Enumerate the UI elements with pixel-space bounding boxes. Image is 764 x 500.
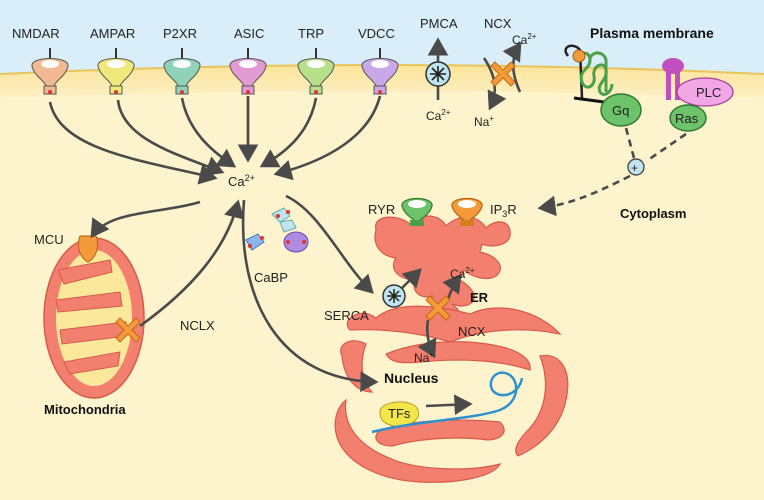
endoplasmic-reticulum [334, 215, 569, 483]
membrane-title: Plasma membrane [590, 25, 714, 41]
ncx-pm-na-label: Na+ [474, 114, 494, 129]
mitochondrion [43, 237, 145, 399]
channel-label-ampar: AMPAR [90, 26, 135, 41]
channel-label-nmdar: NMDAR [12, 26, 60, 41]
er-label: ER [470, 290, 489, 305]
ras-receptor [662, 58, 684, 100]
ncx-pm-label: NCX [484, 16, 512, 31]
svg-text:+: + [631, 161, 638, 175]
ca-central-label: Ca2+ [228, 173, 255, 189]
channel-label-trp: TRP [298, 26, 324, 41]
cabp-proteins [245, 207, 309, 253]
mcu-label: MCU [34, 232, 64, 247]
dash-gq [624, 127, 636, 159]
ras-protein: Ras [669, 104, 707, 132]
arrow-ampar [116, 99, 225, 176]
gpcr-receptor [564, 44, 614, 104]
channel-label-p2xr: P2XR [163, 26, 197, 41]
svg-text:PLC: PLC [696, 85, 721, 100]
arrow-vdcc [273, 95, 382, 181]
arrow-ca-to-mcu [90, 200, 201, 239]
pmca-ca-label: Ca2+ [426, 108, 451, 123]
arrow-p2xr [180, 97, 237, 168]
serca-pump [382, 284, 406, 308]
ncx-er-label: NCX [458, 324, 486, 339]
channel-vdcc [361, 48, 399, 95]
pmca-label: PMCA [420, 16, 458, 31]
nclx-exchanger [115, 317, 141, 343]
mitochondria-label: Mitochondria [44, 402, 126, 417]
channel-nmdar [31, 48, 69, 95]
gq-protein: Gq [600, 93, 642, 127]
dna-strand [371, 371, 524, 434]
ip3r-label: IP3R [490, 202, 517, 219]
arrow-nclx-to-ca [139, 199, 245, 328]
ryr-label: RYR [368, 202, 395, 217]
ryr-receptor [401, 197, 433, 226]
svg-text:TFs: TFs [388, 406, 411, 421]
ip3r-receptor [451, 197, 483, 226]
ncx-pm-exchanger [490, 61, 516, 87]
pmca-pump [425, 61, 451, 87]
cytoplasm-label: Cytoplasm [620, 206, 686, 221]
channel-label-asic: ASIC [234, 26, 264, 41]
channel-p2xr [163, 48, 201, 95]
arrow-ca-to-serca [285, 194, 374, 294]
channel-group [31, 48, 399, 95]
cytoplasm-area [0, 69, 764, 500]
plc-enzyme: PLC [676, 77, 734, 107]
svg-text:Ras: Ras [675, 111, 699, 126]
er-na-label: Na+ [414, 350, 434, 365]
channel-ampar [97, 48, 135, 95]
mcu-channel [77, 235, 99, 263]
arrow-er-na [417, 319, 437, 359]
svg-text:Gq: Gq [612, 103, 629, 118]
nclx-label: NCLX [180, 318, 215, 333]
dash-ras [647, 132, 687, 162]
serca-label: SERCA [324, 308, 369, 323]
channel-label-vdcc: VDCC [358, 26, 395, 41]
cabp-label: CaBP [254, 270, 288, 285]
arrow-ca-to-nucleus [241, 199, 379, 393]
ncx-er-exchanger [425, 295, 451, 321]
channel-trp [297, 48, 335, 95]
plus-node: + [627, 158, 645, 176]
arrow-nmdar [48, 101, 218, 185]
nucleus-label: Nucleus [384, 370, 439, 386]
dash-to-ip3r [537, 174, 631, 217]
er-ca-label: Ca2+ [450, 266, 475, 281]
arrow-trp [259, 97, 318, 168]
transcription-factor: TFs [379, 401, 420, 427]
arrow-tfs-to-dna [425, 394, 473, 416]
ncx-pm-ca-label: Ca2+ [512, 32, 537, 47]
channel-asic [229, 48, 267, 95]
